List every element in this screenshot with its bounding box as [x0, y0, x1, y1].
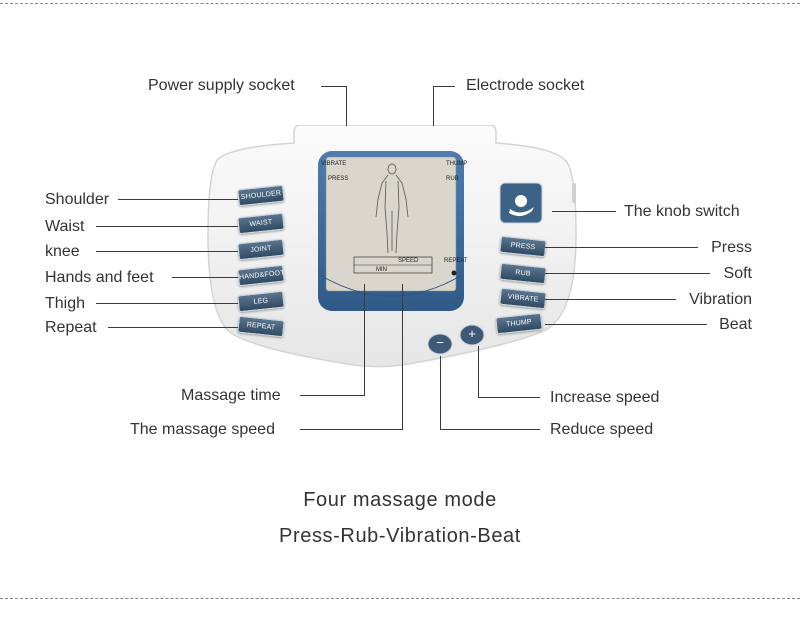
- increase-speed-button[interactable]: +: [468, 326, 476, 341]
- hands-feet-leader: [172, 277, 238, 278]
- massage-speed-label: The massage speed: [130, 421, 275, 438]
- beat-label: Beat: [719, 316, 752, 333]
- power-socket-leader-v: [346, 86, 347, 126]
- caption-line-1: Four massage mode: [303, 489, 497, 511]
- screen-speed-label: SPEED: [398, 258, 419, 264]
- thigh-leader: [96, 303, 238, 304]
- massage-time-leader-h: [300, 395, 365, 396]
- increase-speed-leader-v: [478, 346, 479, 398]
- hands-and-feet-label: Hands and feet: [45, 269, 154, 286]
- vibration-label: Vibration: [689, 291, 752, 308]
- waist-label: Waist: [45, 218, 85, 235]
- screen-vibrate-label: VIBRATE: [321, 161, 347, 167]
- knob-switch-icon: [509, 195, 534, 217]
- screen-repeat-label: REPEAT: [444, 258, 468, 264]
- repeat-leader: [108, 327, 238, 328]
- massager-device: VIBRATE PRESS THUMP RUB REPEAT SPEED MIN…: [204, 124, 578, 369]
- caption-line-2: Press-Rub-Vibration-Beat: [279, 525, 521, 547]
- human-figure-icon: [375, 163, 409, 254]
- increase-speed-label: Increase speed: [550, 389, 660, 406]
- massage-time-label: Massage time: [181, 387, 281, 404]
- massage-speed-leader-v: [402, 284, 403, 430]
- press-label: Press: [711, 239, 752, 256]
- screen-press-label: PRESS: [328, 176, 349, 182]
- knee-leader: [96, 251, 238, 252]
- shoulder-leader: [118, 199, 238, 200]
- electrode-socket-label: Electrode socket: [466, 77, 585, 94]
- repeat-label: Repeat: [45, 319, 97, 336]
- top-dashed-divider: [0, 3, 800, 4]
- electrode-socket-leader-h: [433, 86, 455, 87]
- screen-rub-label: RUB: [446, 176, 459, 182]
- waist-leader: [96, 226, 238, 227]
- beat-leader: [545, 324, 707, 325]
- reduce-speed-label: Reduce speed: [550, 421, 654, 438]
- soft-label: Soft: [723, 265, 752, 282]
- power-supply-socket-label: Power supply socket: [148, 77, 295, 94]
- massage-speed-leader-h: [300, 429, 403, 430]
- power-socket-leader-h: [321, 86, 347, 87]
- vibration-leader: [545, 299, 676, 300]
- screen-thump-label: THUMP: [446, 161, 468, 167]
- device-body: [207, 124, 577, 368]
- electrode-socket-leader-v: [433, 86, 434, 126]
- increase-speed-leader-h: [478, 397, 540, 398]
- thigh-label: Thigh: [45, 295, 86, 312]
- bottom-dashed-divider: [0, 598, 800, 599]
- knee-label: knee: [45, 243, 80, 260]
- knob-switch-label: The knob switch: [624, 203, 740, 220]
- screen-min-label: MIN: [376, 267, 387, 273]
- knob-switch-leader: [552, 211, 616, 212]
- reduce-speed-leader-h: [440, 429, 540, 430]
- press-leader: [545, 247, 698, 248]
- massage-time-leader-v: [364, 284, 365, 395]
- reduce-speed-leader-v: [440, 356, 441, 430]
- reduce-speed-button[interactable]: −: [436, 335, 444, 350]
- shoulder-label: Shoulder: [45, 191, 110, 208]
- soft-leader: [545, 273, 710, 274]
